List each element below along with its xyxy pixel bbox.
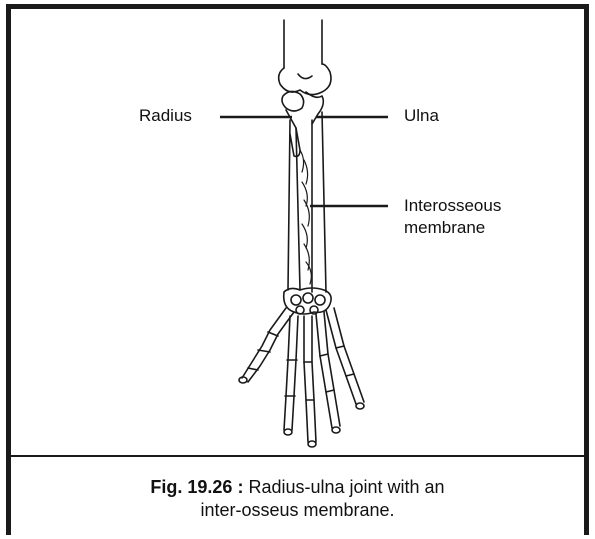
caption-divider	[6, 455, 589, 457]
figure-caption: Fig. 19.26 : Radius-ulna joint with an i…	[6, 476, 589, 522]
radius-bone	[288, 120, 300, 290]
ulna-bone	[312, 112, 326, 292]
carpal-bones	[284, 288, 331, 314]
figure-number: Fig. 19.26 :	[150, 477, 243, 497]
interosseous-membrane-hatching	[300, 150, 311, 284]
interosseous-label-line1: Interosseous	[404, 196, 501, 216]
ring-finger-bones	[316, 312, 340, 433]
humerus-end	[279, 20, 331, 95]
little-finger-bones	[326, 308, 364, 409]
index-finger-bones	[284, 316, 298, 435]
caption-line1: Fig. 19.26 : Radius-ulna joint with an	[6, 476, 589, 499]
radius-label: Radius	[139, 106, 192, 126]
ulna-label: Ulna	[404, 106, 439, 126]
caption-line1-text: Radius-ulna joint with an	[243, 477, 444, 497]
thumb-bones	[239, 308, 294, 383]
interosseous-label-line2: membrane	[404, 218, 485, 238]
caption-line2: inter-osseus membrane.	[6, 499, 589, 522]
middle-finger-bones	[304, 316, 316, 447]
elbow-joint	[282, 91, 323, 156]
